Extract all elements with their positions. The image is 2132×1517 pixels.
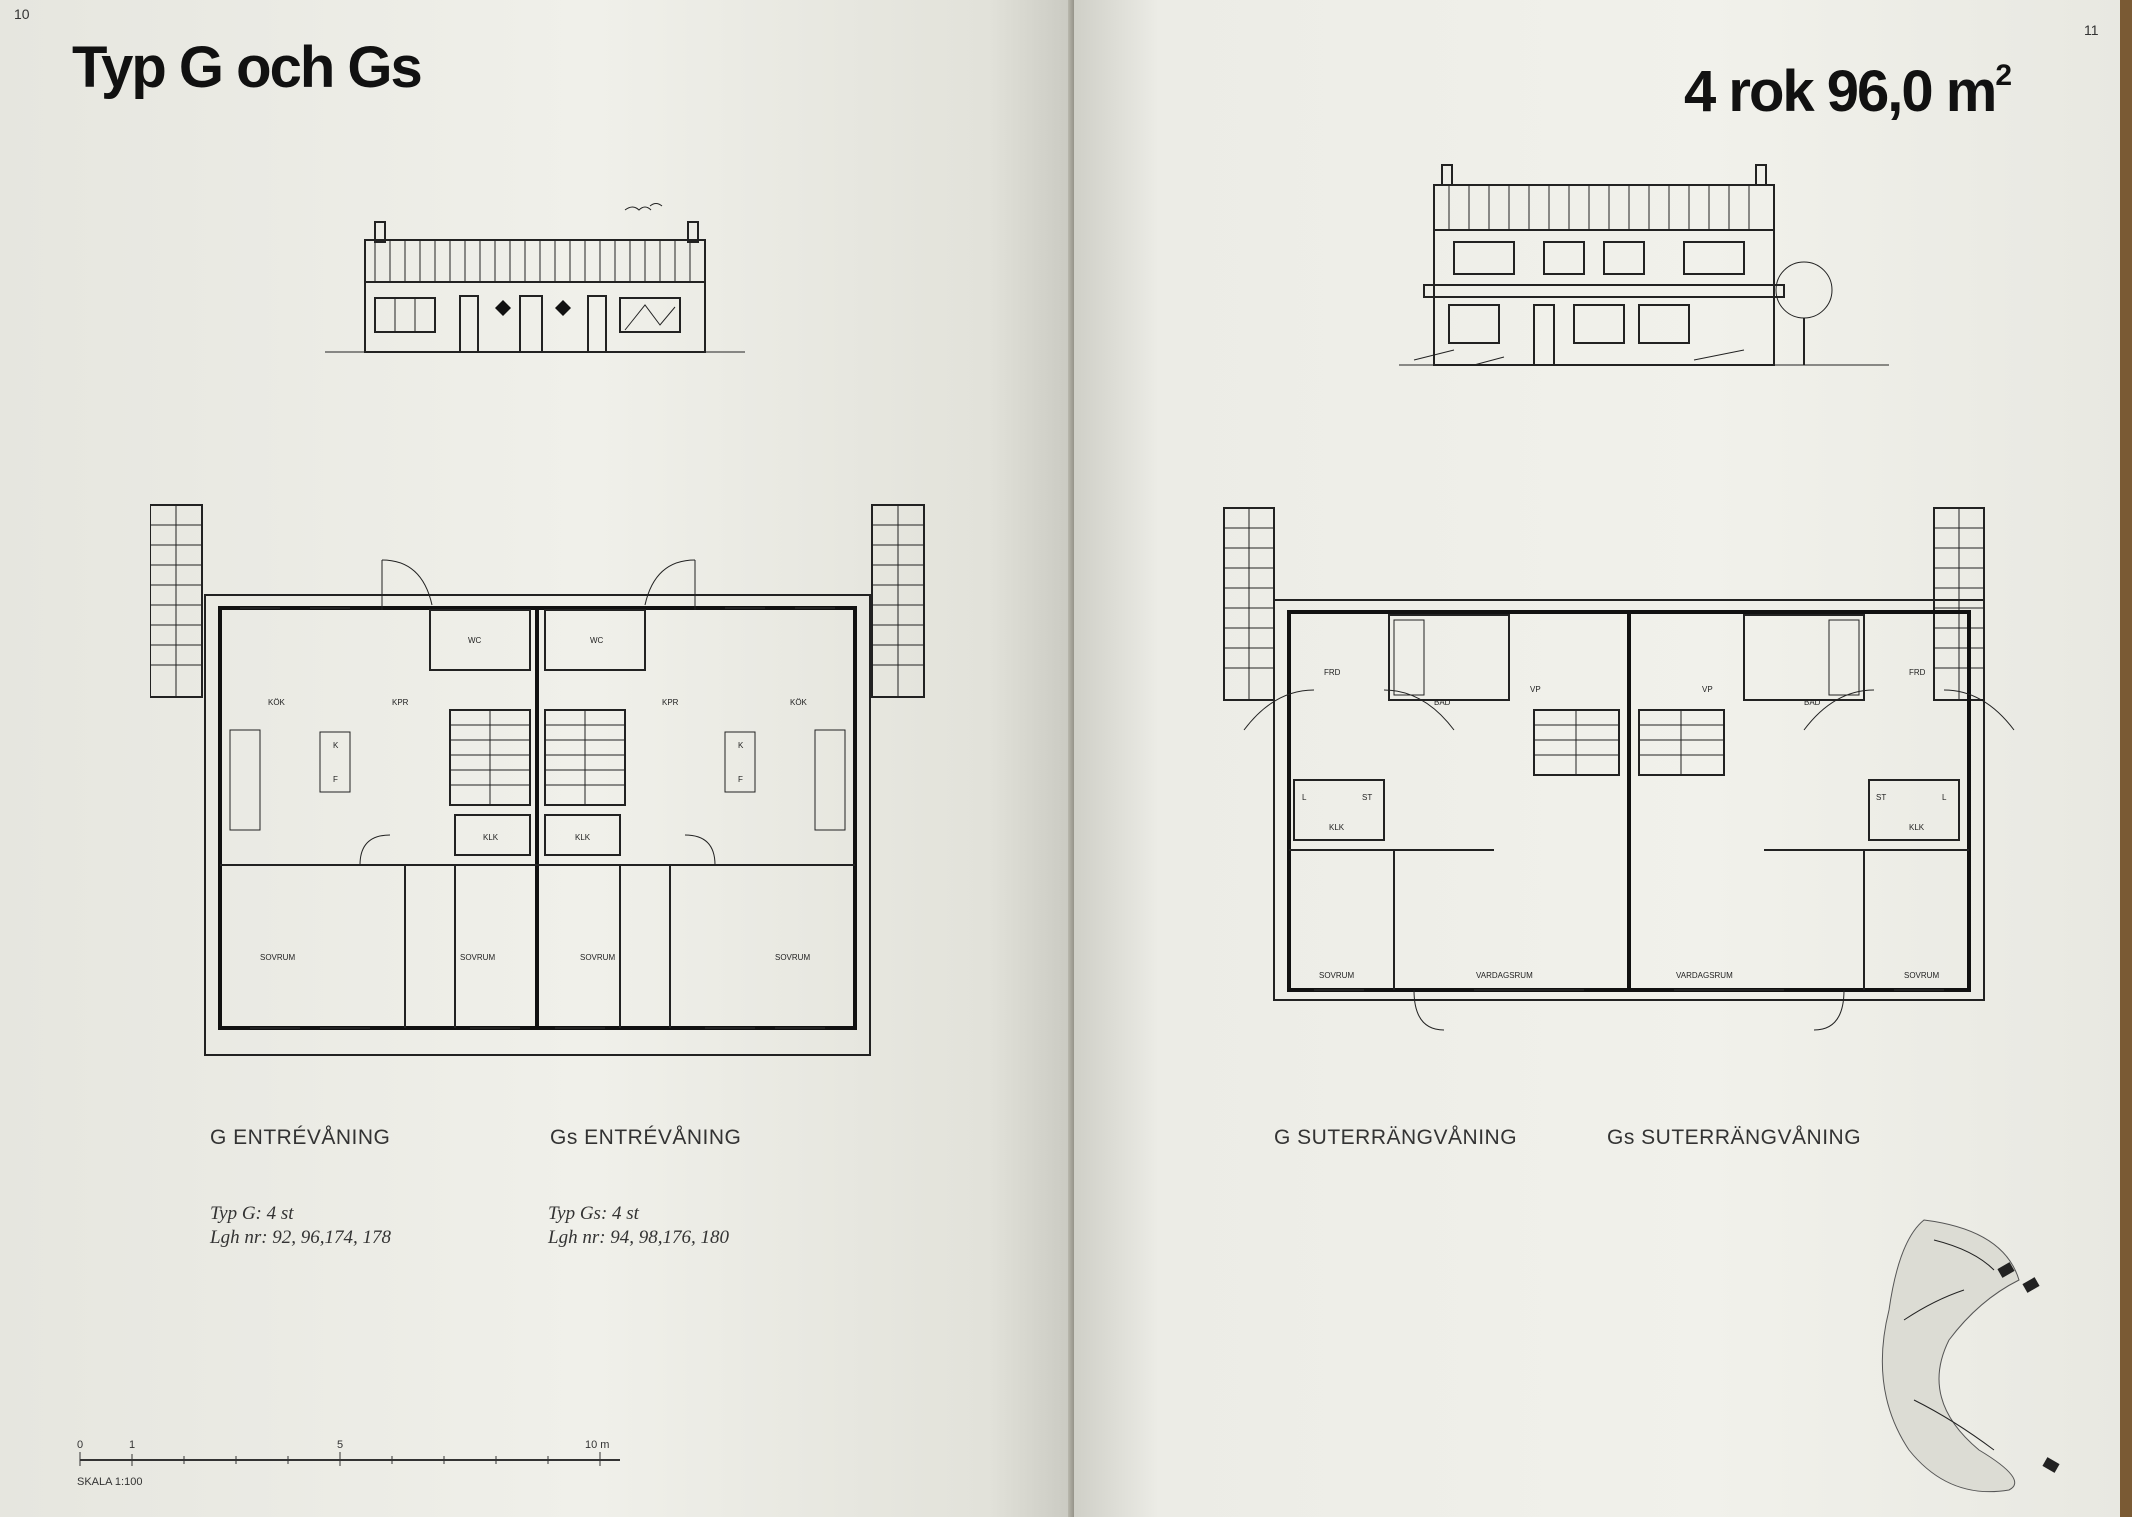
room-label: BAD [1804, 698, 1821, 707]
room-label: F [738, 775, 743, 784]
room-label: SOVRUM [580, 953, 615, 962]
page-title-left: Typ G och Gs [72, 35, 423, 100]
page-number-right: 11 [2084, 22, 2099, 38]
floor-plan-garden-level: FRD BAD BAD FRD KLK KLK L ST ST L VP VP … [1223, 507, 2015, 1031]
room-label: KPR [392, 698, 409, 707]
floor-plan-entrance-level: WC WC KÖK KPR KPR KÖK KLK KLK SOVRUM SOV… [150, 504, 925, 1056]
plan-caption: Gs ENTRÉVÅNING [550, 1126, 742, 1149]
room-label: KPR [662, 698, 679, 707]
room-label: KLK [1329, 823, 1345, 832]
room-label: BAD [1434, 698, 1451, 707]
room-label: L [1302, 793, 1307, 802]
plan-note-g: Typ G: 4 st Lgh nr: 92, 96,174, 178 [210, 1202, 391, 1250]
room-label: SOVRUM [260, 953, 295, 962]
room-label: FRD [1324, 668, 1341, 677]
room-label: VARDAGSRUM [1676, 971, 1733, 980]
room-label: ST [1876, 793, 1886, 802]
type-count: Typ Gs: 4 st [548, 1203, 639, 1224]
room-label: WC [468, 636, 482, 645]
room-label: VP [1530, 685, 1541, 694]
scale-tick: 1 [129, 1439, 135, 1451]
area-superscript: 2 [1995, 59, 2012, 92]
room-label: SOVRUM [460, 953, 495, 962]
scale-tick: 0 [77, 1439, 83, 1451]
room-label: K [333, 741, 339, 750]
scale-label: SKALA 1:100 [77, 1476, 142, 1488]
room-label: KLK [483, 833, 499, 842]
room-label: F [333, 775, 338, 784]
scale-tick: 10 m [585, 1439, 609, 1451]
right-page: 11 4 rok 96,0 m2 [1074, 0, 2132, 1517]
scale-tick: 5 [337, 1439, 343, 1451]
apartment-numbers: Lgh nr: 92, 96,174, 178 [210, 1227, 392, 1248]
area-text: 4 rok 96,0 m [1684, 59, 1997, 124]
plan-caption: G SUTERRÄNGVÅNING [1274, 1126, 1518, 1149]
room-label: KÖK [268, 698, 286, 707]
room-label: KÖK [790, 698, 808, 707]
room-label: VARDAGSRUM [1476, 971, 1533, 980]
house-elevation-drawing-left [325, 203, 745, 353]
page-title-right: 4 rok 96,0 m2 [1684, 58, 2012, 125]
site-map-sketch [1881, 1219, 2060, 1493]
room-label: FRD [1909, 668, 1926, 677]
plan-caption: Gs SUTERRÄNGVÅNING [1607, 1126, 1862, 1149]
type-count: Typ G: 4 st [210, 1203, 294, 1224]
room-label: L [1942, 793, 1947, 802]
room-label: SOVRUM [1319, 971, 1354, 980]
plan-note-gs: Typ Gs: 4 st Lgh nr: 94, 98,176, 180 [548, 1202, 729, 1250]
room-label: VP [1702, 685, 1713, 694]
room-label: KLK [1909, 823, 1925, 832]
cover-edge [2120, 0, 2132, 1517]
left-page: 10 Typ G och Gs [0, 0, 1074, 1517]
room-label: SOVRUM [775, 953, 810, 962]
apartment-numbers: Lgh nr: 94, 98,176, 180 [548, 1227, 730, 1248]
house-elevation-drawing-right [1399, 164, 1889, 366]
scale-bar: 0 1 5 10 m SKALA 1:100 [77, 1439, 620, 1488]
room-label: WC [590, 636, 604, 645]
room-label: SOVRUM [1904, 971, 1939, 980]
plan-caption: G ENTRÉVÅNING [210, 1126, 391, 1149]
page-number-left: 10 [14, 6, 30, 22]
room-label: KLK [575, 833, 591, 842]
room-label: ST [1362, 793, 1372, 802]
room-label: K [738, 741, 744, 750]
